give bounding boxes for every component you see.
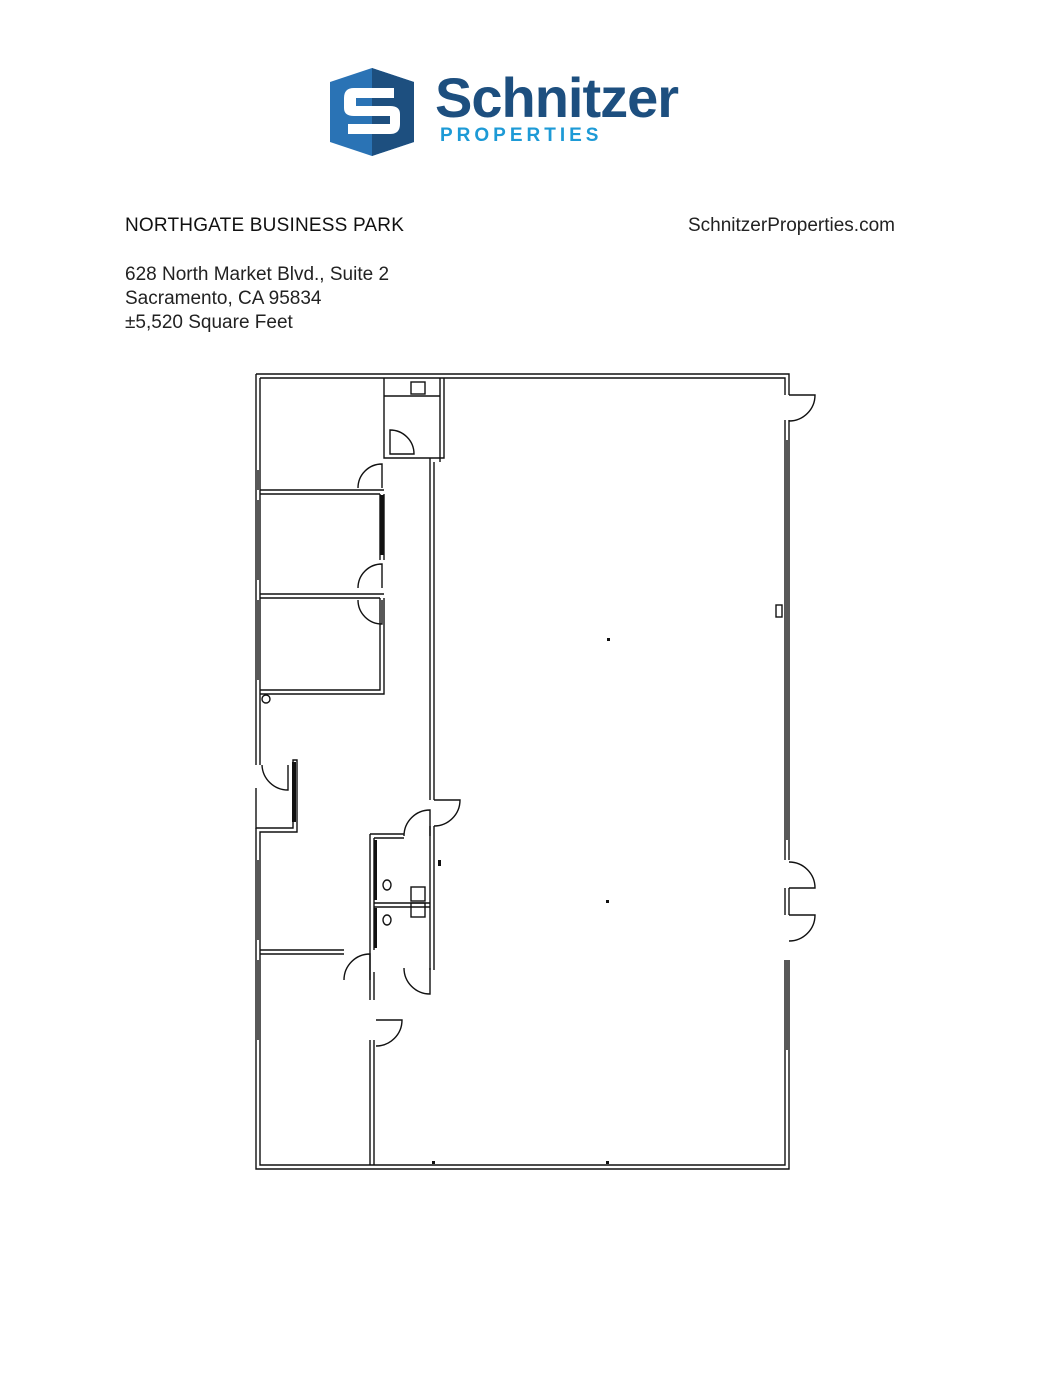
floor-plan <box>255 373 816 1170</box>
square-footage: ±5,520 Square Feet <box>125 312 293 333</box>
company-logo: Schnitzer PROPERTIES <box>330 68 730 160</box>
brand-name: Schnitzer <box>435 66 679 129</box>
street-address: 628 North Market Blvd., Suite 2 <box>125 264 390 285</box>
city-state-zip: Sacramento, CA 95834 <box>125 288 322 309</box>
schnitzer-logo-icon <box>330 68 414 156</box>
property-name: NORTHGATE BUSINESS PARK <box>125 215 405 236</box>
website-link[interactable]: SchnitzerProperties.com <box>688 215 895 236</box>
brand-subtitle: PROPERTIES <box>440 125 603 146</box>
